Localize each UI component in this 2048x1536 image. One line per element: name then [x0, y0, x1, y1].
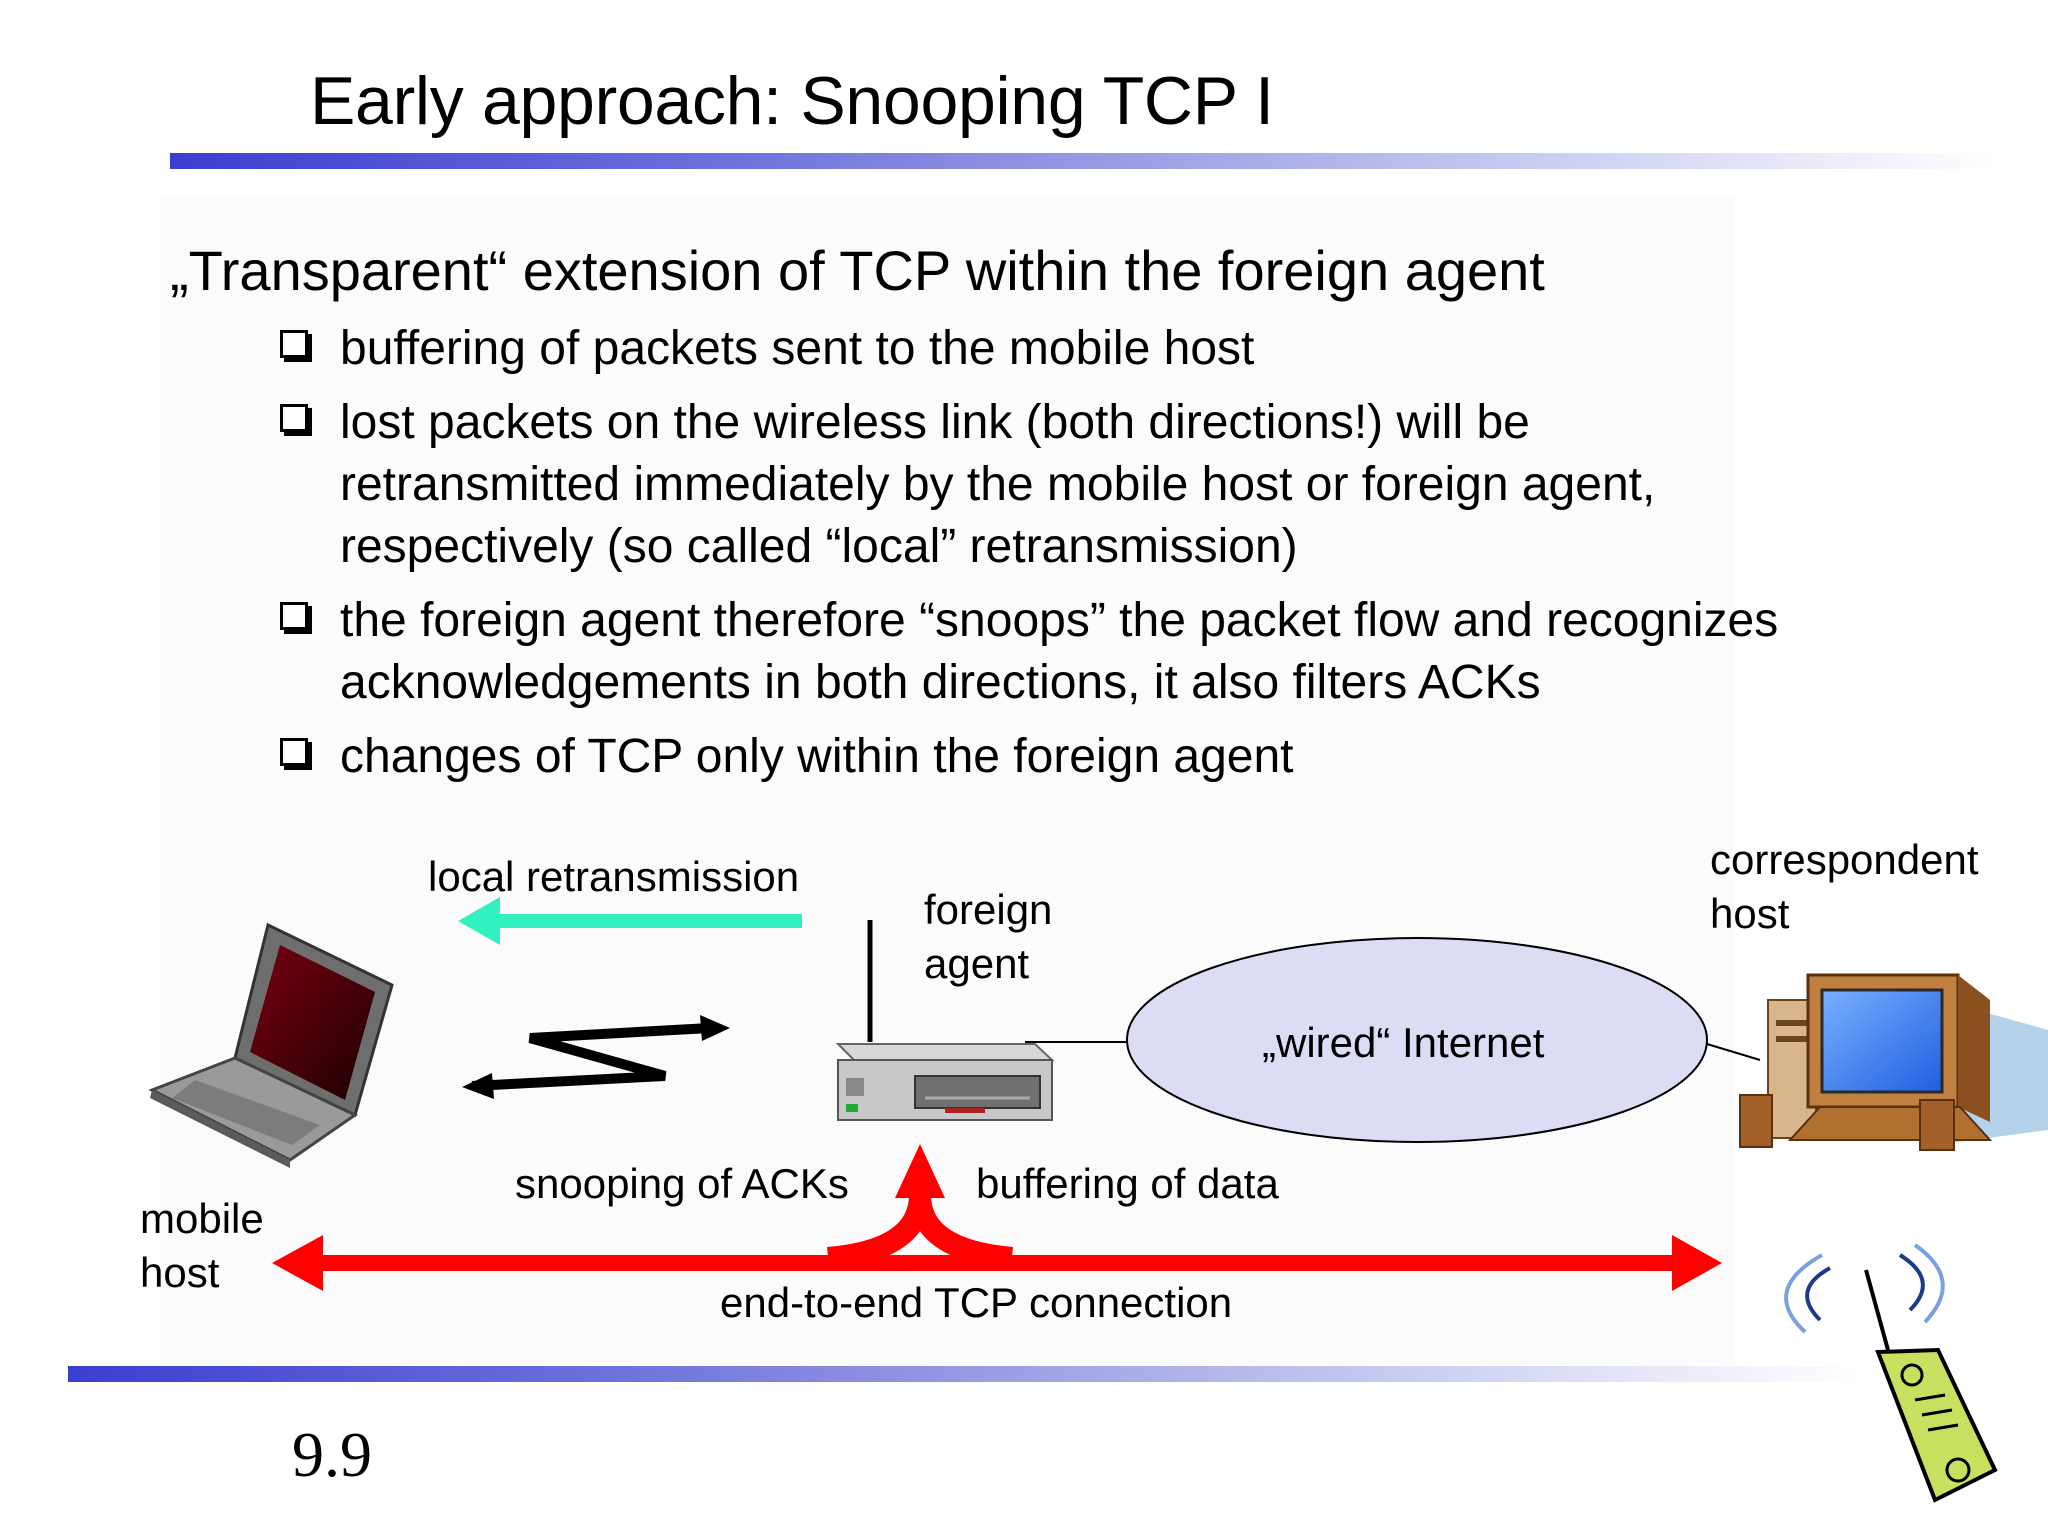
desktop-computer-icon	[1739, 973, 2048, 1151]
bullet-text: changes of TCP only within the foreign a…	[340, 730, 1294, 783]
checkbox-bullet-icon	[280, 602, 308, 630]
title-rule	[170, 153, 2000, 169]
slide-background	[160, 195, 1735, 1365]
laptop-icon	[148, 922, 394, 1168]
bullet-list: buffering of packets sent to the mobile …	[280, 318, 1980, 800]
bullet-item: buffering of packets sent to the mobile …	[280, 318, 1980, 380]
wireless-link-icon	[462, 1015, 730, 1099]
snooping-acks-label: snooping of ACKs	[515, 1160, 849, 1207]
mobile-host-label: mobile host	[140, 1195, 264, 1296]
end-to-end-label: end-to-end TCP connection	[720, 1279, 1233, 1326]
page-number: 9.9	[292, 1419, 372, 1490]
local-retransmission-label: local retransmission	[428, 853, 800, 900]
bullet-item: changes of TCP only within the foreign a…	[280, 726, 1980, 788]
footer-rule	[68, 1366, 1858, 1382]
wired-internet-label: „wired“ Internet	[1262, 1019, 1545, 1066]
internet-cloud	[1126, 937, 1708, 1143]
tcp-connection-arrow	[272, 1144, 1722, 1291]
checkbox-bullet-icon	[280, 738, 308, 766]
correspondent-host-label: correspondent host	[1710, 836, 1979, 937]
buffering-data-label: buffering of data	[976, 1160, 1279, 1207]
bullet-text: the foreign agent therefore “snoops” the…	[340, 594, 1779, 709]
bullet-text: lost packets on the wireless link (both …	[340, 396, 1656, 573]
local-retransmission-arrow	[458, 897, 802, 945]
checkbox-bullet-icon	[280, 404, 308, 432]
bullet-item: lost packets on the wireless link (both …	[280, 392, 1980, 578]
lead-statement: „Transparent“ extension of TCP within th…	[170, 239, 1545, 302]
checkbox-bullet-icon	[280, 330, 308, 358]
bullet-item: the foreign agent therefore “snoops” the…	[280, 590, 1980, 714]
router-icon	[835, 920, 1055, 1121]
cordless-phone-icon	[1784, 1243, 1998, 1503]
internet-to-host-link	[1706, 1043, 1761, 1061]
foreign-agent-label: foreign agent	[924, 886, 1053, 987]
bullet-text: buffering of packets sent to the mobile …	[340, 322, 1255, 375]
slide-title: Early approach: Snooping TCP I	[310, 63, 1274, 139]
